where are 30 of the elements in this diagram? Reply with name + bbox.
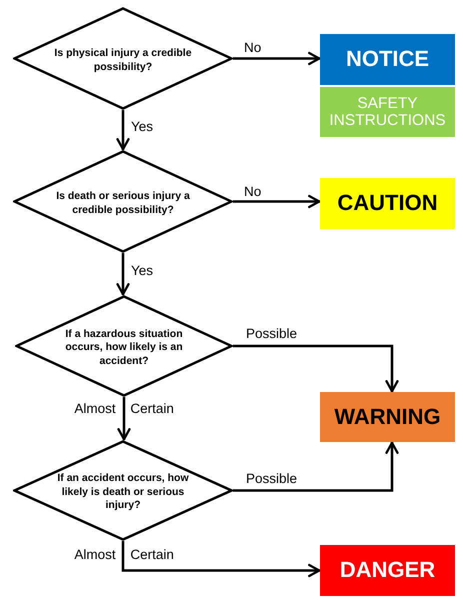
question-text: Is death or serious injury a credible possibility?	[56, 190, 190, 218]
arrow	[116, 253, 130, 296]
signal-word-panel	[320, 34, 455, 85]
arrow	[233, 52, 320, 66]
edge-label: Yes	[131, 264, 154, 278]
arrow	[233, 344, 399, 392]
edge-label: Yes	[131, 120, 154, 134]
question-text: Is physical injury a credible possibility?	[54, 47, 192, 74]
arrow	[122, 541, 320, 578]
signal-word-panel	[320, 87, 455, 137]
edge-label: Possible	[246, 472, 298, 486]
question-text: If an accident occurs, how likely is death or serious injury?	[56, 472, 190, 513]
edge-label: No	[244, 185, 262, 198]
signal-word: DANGER	[339, 558, 436, 583]
signal-word: NOTICE	[345, 47, 430, 72]
edge-label: No	[244, 41, 262, 54]
signal-word-panel	[320, 178, 455, 229]
arrow	[233, 442, 399, 492]
signal-word: SAFETY INSTRUCTIONS	[328, 94, 446, 130]
edge-label: Almost Certain	[74, 548, 174, 562]
arrow	[116, 110, 130, 150]
arrow	[233, 194, 320, 208]
arrow	[117, 397, 131, 440]
signal-word: CAUTION	[336, 191, 438, 216]
signal-word: WARNING	[334, 404, 442, 430]
signal-word-panel	[320, 545, 455, 596]
signal-word-panel	[320, 392, 455, 442]
edge-label: Almost Certain	[74, 402, 174, 416]
question-text: If a hazardous situation occurs, how likely is an accident?	[64, 328, 184, 368]
edge-label: Possible	[246, 327, 298, 340]
